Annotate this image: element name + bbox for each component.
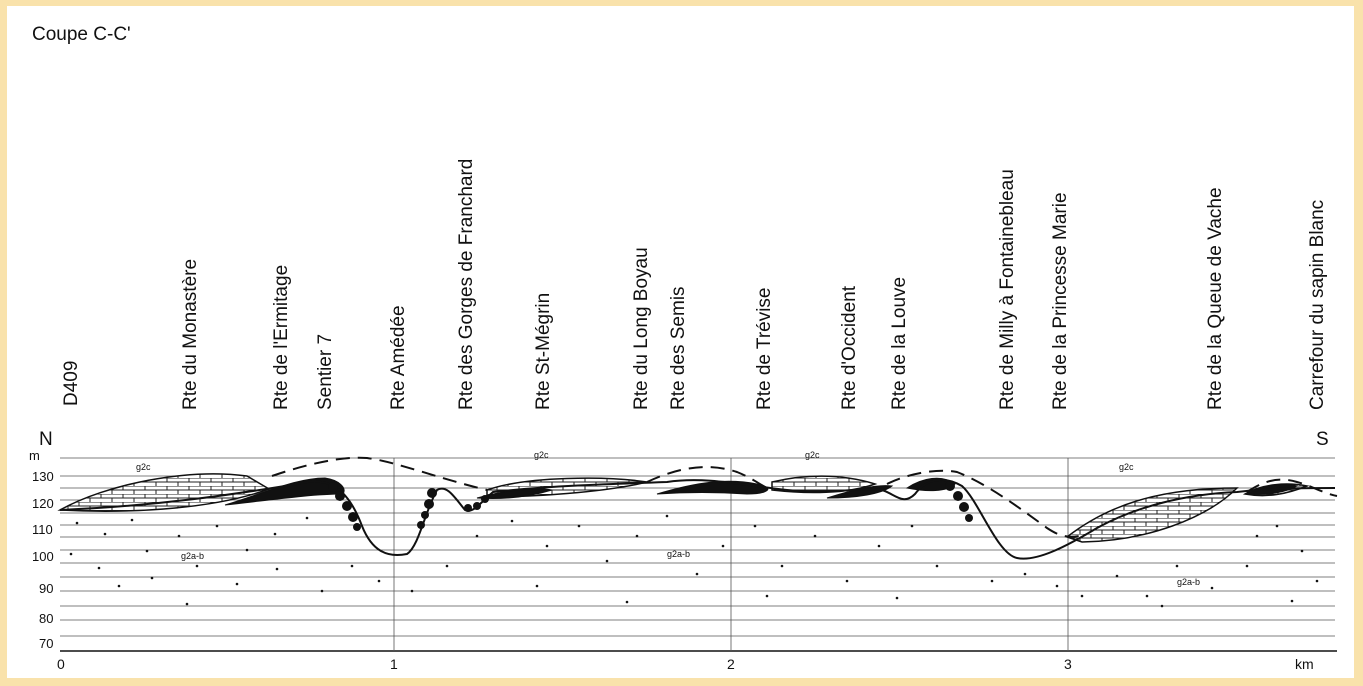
restored-surface-line <box>271 456 1338 538</box>
topographic-profile <box>59 478 1336 560</box>
north-marker: N <box>39 429 53 450</box>
location-label-amedee: Rte Amédée <box>388 305 409 410</box>
location-label-d409: D409 <box>61 361 82 406</box>
location-label-trevise: Rte de Trévise <box>754 288 775 411</box>
location-label-queue-de-vache: Rte de la Queue de Vache <box>1205 187 1226 410</box>
limestone-lenses <box>57 473 1310 543</box>
y-tick-90: 90 <box>39 581 53 596</box>
location-label-franchard: Rte des Gorges de Franchard <box>456 159 477 410</box>
x-tick-1: 1 <box>390 656 398 672</box>
y-tick-110: 110 <box>32 522 53 537</box>
location-label-milly: Rte de Milly à Fontainebleau <box>997 169 1018 410</box>
y-axis-unit: m <box>29 448 40 463</box>
location-label-st-megrin: Rte St-Mégrin <box>533 293 554 410</box>
y-tick-labels: 130 120 110 100 90 80 70 <box>32 469 54 651</box>
x-tick-3: 3 <box>1064 656 1072 672</box>
g2c-label-4: g2c <box>1119 462 1134 472</box>
g2c-label-3: g2c <box>805 450 820 460</box>
figure-frame: Coupe C-C' D409 Rte du Monastère Rte de … <box>7 6 1354 678</box>
location-label-louve: Rte de la Louve <box>889 277 910 410</box>
x-tick-2: 2 <box>727 656 735 672</box>
cliff-boulders <box>328 481 973 531</box>
location-label-princesse-marie: Rte de la Princesse Marie <box>1050 192 1071 410</box>
g2a-b-label-3: g2a-b <box>1177 577 1200 587</box>
location-label-sapin-blanc: Carrefour du sapin Blanc <box>1307 200 1328 410</box>
g2c-label-2: g2c <box>534 450 549 460</box>
cross-section-figure: Coupe C-C' D409 Rte du Monastère Rte de … <box>29 24 1338 672</box>
y-tick-130: 130 <box>32 469 54 484</box>
location-label-ermitage: Rte de l'Ermitage <box>271 265 292 410</box>
geology-labels: g2c g2c g2c g2c g2a-b g2a-b g2a-b <box>136 450 1200 587</box>
x-axis-unit: km <box>1295 656 1314 672</box>
location-label-occident: Rte d'Occident <box>839 285 860 410</box>
y-tick-80: 80 <box>39 611 53 626</box>
location-label-semis: Rte des Semis <box>668 286 689 410</box>
y-tick-100: 100 <box>32 549 54 564</box>
location-label-monastere: Rte du Monastère <box>180 259 201 410</box>
g2c-label-1: g2c <box>136 462 151 472</box>
sand-dots <box>69 514 1319 608</box>
y-tick-120: 120 <box>32 496 54 511</box>
g2a-b-label-2: g2a-b <box>667 549 690 559</box>
x-tick-0: 0 <box>57 656 65 672</box>
location-label-sentier-7: Sentier 7 <box>315 334 336 410</box>
g2a-b-label-1: g2a-b <box>181 551 204 561</box>
location-label-long-boyau: Rte du Long Boyau <box>631 247 652 410</box>
figure-title: Coupe C-C' <box>32 24 131 45</box>
horizontal-gridlines <box>60 457 1335 637</box>
y-tick-70: 70 <box>39 636 53 651</box>
x-tick-labels: 0 1 2 3 km <box>57 656 1314 672</box>
south-marker: S <box>1316 429 1329 450</box>
location-labels: D409 Rte du Monastère Rte de l'Ermitage … <box>61 159 1328 410</box>
